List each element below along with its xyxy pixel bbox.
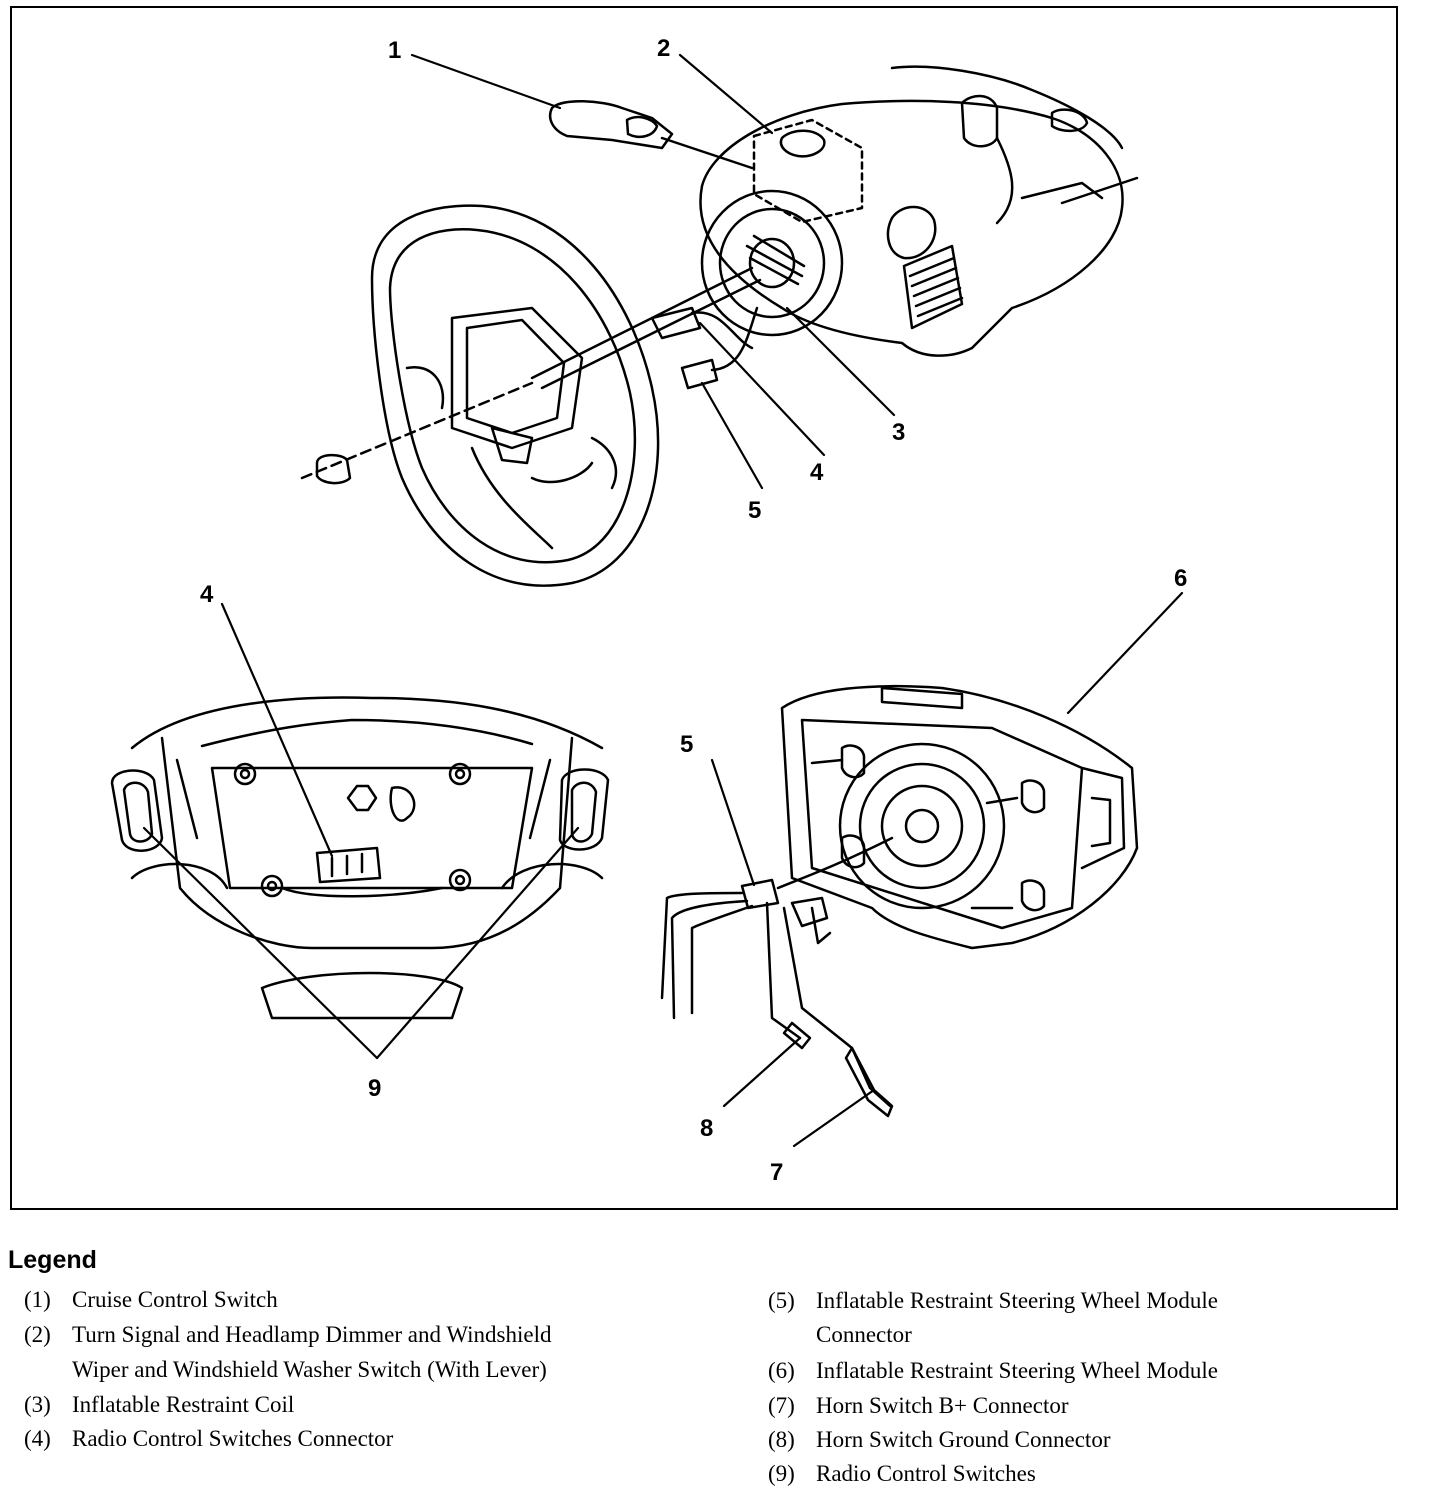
callout-1: 1 [388,37,401,64]
callout-6: 6 [1174,565,1187,592]
steering-wheel-module-connectors [650,306,759,390]
module-connector-wiring [660,836,894,1118]
wheel-rear-view [110,696,610,1020]
callout-4-bottom: 4 [200,581,214,608]
steering-wheel [370,204,660,587]
inflatable-restraint-coil [700,189,844,337]
diagram-frame: 1 2 3 4 5 4 5 6 9 8 7 [10,6,1398,1210]
callout-2: 2 [657,35,670,62]
steering-shaft [300,266,762,485]
callout-labels: 1 2 3 4 5 4 5 6 9 8 7 [200,35,1187,1186]
callout-3: 3 [892,419,905,446]
airbag-module [780,684,1139,950]
steering-wheel-diagram: 1 2 3 4 5 4 5 6 9 8 7 [110,35,1187,1186]
callout-7: 7 [770,1159,783,1186]
callout-4-top: 4 [810,459,824,486]
cruise-control-switch [548,100,754,170]
callout-9: 9 [368,1075,381,1102]
legend-title: Legend [8,1246,97,1274]
callout-5-bottom: 5 [680,731,693,758]
steering-column-housing [699,65,1139,357]
leader-lines [142,53,1184,1148]
callout-5-top: 5 [748,497,761,524]
callout-8: 8 [700,1115,713,1142]
